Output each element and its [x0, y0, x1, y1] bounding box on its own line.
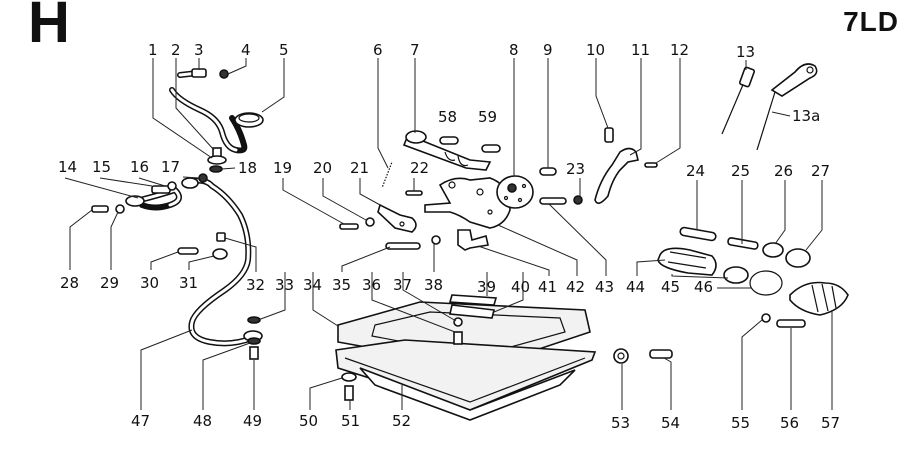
callout-26: 26 — [774, 162, 793, 180]
callout-22: 22 — [410, 159, 429, 177]
callout-5: 5 — [279, 41, 289, 59]
callout-1: 1 — [148, 41, 158, 59]
callout-labels: 1 2 3 4 5 6 7 8 9 10 11 12 13 13a 14 15 … — [58, 41, 840, 432]
callout-6: 6 — [373, 41, 383, 59]
callout-10: 10 — [586, 41, 605, 59]
part-cover-plates — [448, 294, 498, 319]
callout-7: 7 — [410, 41, 420, 59]
callout-8: 8 — [509, 41, 519, 59]
part-drawings — [91, 63, 849, 421]
part-relief-valve — [679, 226, 811, 268]
callout-44: 44 — [626, 278, 645, 296]
model-code: 7LD — [843, 6, 899, 37]
callout-57: 57 — [821, 414, 840, 432]
part-small-fasteners-left — [91, 204, 261, 360]
callout-15: 15 — [92, 158, 111, 176]
leader-lines — [64, 58, 833, 410]
callout-41: 41 — [538, 278, 557, 296]
callout-34: 34 — [303, 276, 322, 294]
part-bracket-clip — [385, 229, 489, 251]
callout-54: 54 — [661, 414, 680, 432]
callout-33: 33 — [275, 276, 294, 294]
part-small-fasteners-bottom — [341, 313, 806, 401]
part-pump-cover — [496, 175, 534, 209]
part-oil-pipe-lower — [125, 173, 263, 347]
callout-16: 16 — [130, 158, 149, 176]
callout-48: 48 — [193, 412, 212, 430]
callout-52: 52 — [392, 412, 411, 430]
callout-46: 46 — [694, 278, 713, 296]
callout-50: 50 — [299, 412, 318, 430]
callout-56: 56 — [780, 414, 799, 432]
callout-59: 59 — [478, 108, 497, 126]
callout-45: 45 — [661, 278, 680, 296]
callout-13a: 13a — [792, 107, 820, 125]
callout-39: 39 — [477, 278, 496, 296]
callout-28: 28 — [60, 274, 79, 292]
callout-18: 18 — [238, 159, 257, 177]
callout-49: 49 — [243, 412, 262, 430]
callout-27: 27 — [811, 162, 830, 180]
section-letter: H — [28, 0, 70, 55]
part-oil-filter — [657, 247, 849, 316]
callout-13: 13 — [736, 43, 755, 61]
callout-19: 19 — [273, 159, 292, 177]
callout-42: 42 — [566, 278, 585, 296]
callout-25: 25 — [731, 162, 750, 180]
part-bracket-plate — [339, 203, 417, 233]
callout-35: 35 — [332, 276, 351, 294]
callout-55: 55 — [731, 414, 750, 432]
part-spring — [381, 161, 393, 189]
callout-24: 24 — [686, 162, 705, 180]
callout-9: 9 — [543, 41, 553, 59]
callout-12: 12 — [670, 41, 689, 59]
callout-40: 40 — [511, 278, 530, 296]
callout-58: 58 — [438, 108, 457, 126]
callout-30: 30 — [140, 274, 159, 292]
callout-51: 51 — [341, 412, 360, 430]
callout-43: 43 — [595, 278, 614, 296]
callout-31: 31 — [179, 274, 198, 292]
callout-37: 37 — [393, 276, 412, 294]
part-dipsticks — [721, 63, 818, 151]
callout-29: 29 — [100, 274, 119, 292]
part-bolt-washer — [539, 195, 583, 205]
callout-4: 4 — [241, 41, 251, 59]
part-shaft — [402, 130, 492, 171]
part-oil-pan-gasket — [335, 301, 597, 421]
callout-23: 23 — [566, 160, 585, 178]
callout-3: 3 — [194, 41, 204, 59]
callout-47: 47 — [131, 412, 150, 430]
callout-38: 38 — [424, 276, 443, 294]
callout-20: 20 — [313, 159, 332, 177]
callout-11: 11 — [631, 41, 650, 59]
part-oil-pump — [424, 177, 511, 229]
part-banjo-bolt — [207, 147, 227, 173]
callout-32: 32 — [246, 276, 265, 294]
callout-2: 2 — [171, 41, 181, 59]
callout-17: 17 — [161, 158, 180, 176]
part-hose-clamp — [234, 112, 264, 128]
callout-14: 14 — [58, 158, 77, 176]
callout-53: 53 — [611, 414, 630, 432]
callout-21: 21 — [350, 159, 369, 177]
part-suction-tube — [594, 127, 639, 204]
callout-36: 36 — [362, 276, 381, 294]
